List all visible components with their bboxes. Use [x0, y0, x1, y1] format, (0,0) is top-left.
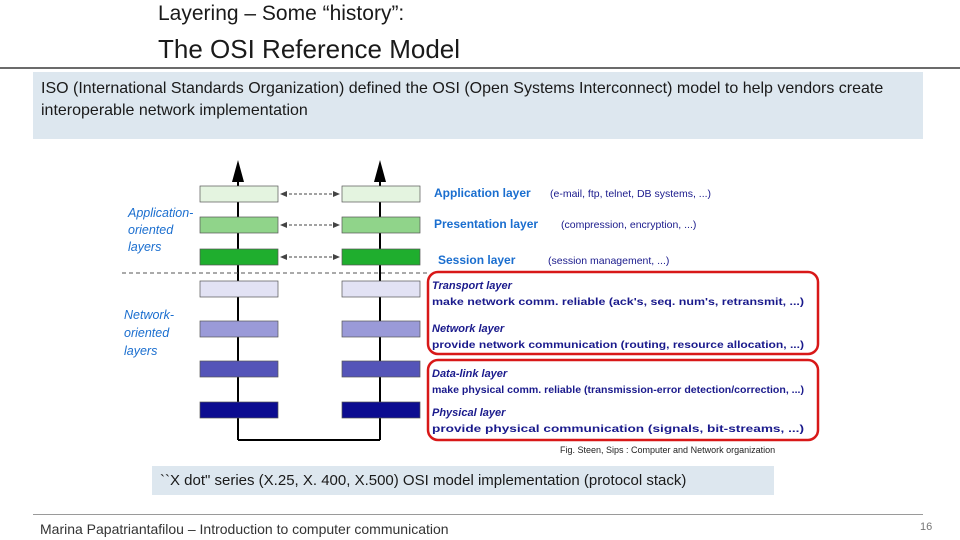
arrow-left-icon [280, 254, 287, 260]
layer-name-physical-layer: Physical layer [432, 407, 506, 419]
layer-name-presentation-layer: Presentation layer [434, 217, 538, 231]
layer-name-transport-layer: Transport layer [432, 280, 513, 292]
group-label-app-1: Application- [127, 206, 193, 220]
layer-name-session-layer: Session layer [438, 253, 516, 267]
title-divider [0, 67, 960, 69]
layer-desc-application-layer: (e-mail, ftp, telnet, DB systems, ...) [550, 188, 711, 200]
right-block-transport-layer [341, 280, 421, 298]
arrow-right-icon [333, 254, 340, 260]
left-block-physical-layer [199, 401, 279, 419]
intro-box [33, 72, 923, 139]
arrow-right-icon [333, 222, 340, 228]
left-block-network-layer [199, 320, 279, 338]
arrow-right-icon [333, 191, 340, 197]
left-up-arrow-icon [232, 160, 244, 182]
figure-caption: Fig. Steen, Sips : Computer and Network … [560, 445, 776, 455]
left-block-application-layer [199, 185, 279, 203]
layer-desc-data-link-layer: make physical comm. reliable (transmissi… [432, 384, 804, 396]
right-block-application-layer [341, 185, 421, 203]
left-block-presentation-layer [199, 216, 279, 234]
group-label-net-1: Network- [124, 308, 174, 322]
layer-desc-session-layer: (session management, ...) [548, 255, 669, 267]
layer-desc-presentation-layer: (compression, encryption, ...) [561, 219, 696, 231]
group-label-net-3: layers [124, 344, 157, 358]
layer-name-data-link-layer: Data-link layer [432, 368, 508, 380]
group-label-app-2: oriented [128, 223, 174, 237]
right-block-data-link-layer [341, 360, 421, 378]
right-block-network-layer [341, 320, 421, 338]
footer-text: Marina Papatriantafilou – Introduction t… [40, 521, 449, 537]
osi-diagram: Application- oriented layers Network- or… [122, 160, 820, 442]
layer-name-application-layer: Application layer [434, 186, 531, 200]
layer-desc-network-layer: provide network communication (routing, … [432, 339, 804, 351]
left-block-transport-layer [199, 280, 279, 298]
right-block-presentation-layer [341, 216, 421, 234]
right-block-session-layer [341, 248, 421, 266]
right-up-arrow-icon [374, 160, 386, 182]
layer-desc-transport-layer: make network comm. reliable (ack's, seq.… [432, 296, 804, 308]
group-label-app-3: layers [128, 240, 161, 254]
left-block-session-layer [199, 248, 279, 266]
protocol-stack-text: ``X dot" series (X.25, X. 400, X.500) OS… [160, 472, 687, 489]
page-number: 16 [920, 521, 933, 533]
arrow-left-icon [280, 222, 287, 228]
left-block-data-link-layer [199, 360, 279, 378]
highlight-box-transport-network [426, 270, 820, 356]
highlight-box-datalink-physical [426, 358, 820, 442]
right-block-physical-layer [341, 401, 421, 419]
layer-desc-physical-layer: provide physical communication (signals,… [432, 423, 804, 435]
protocol-stack-box [152, 466, 774, 495]
intro-text: ISO (International Standards Organizatio… [41, 80, 884, 119]
slide-title: The OSI Reference Model [158, 34, 461, 64]
layer-name-network-layer: Network layer [432, 323, 505, 335]
arrow-left-icon [280, 191, 287, 197]
footer-divider [33, 514, 923, 515]
slide-subtitle: Layering – Some “history”: [158, 2, 405, 25]
group-label-net-2: oriented [124, 326, 170, 340]
